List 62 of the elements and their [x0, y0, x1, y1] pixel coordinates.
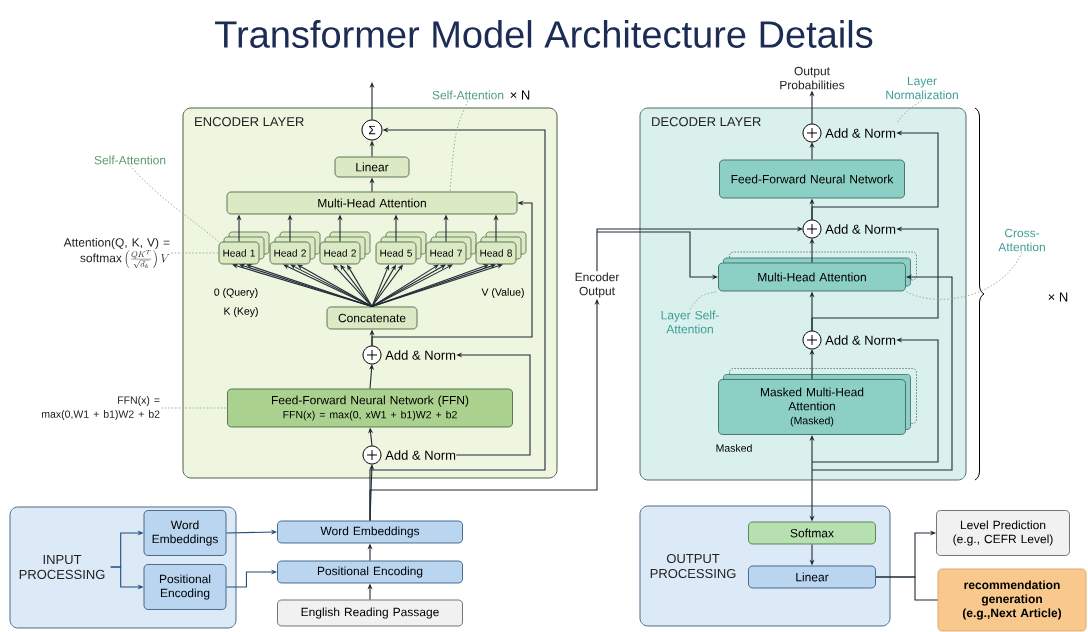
- head-box: Head 2: [269, 231, 321, 265]
- output-label: Encoder Output: [575, 272, 620, 298]
- label-text: V (Value): [481, 288, 524, 298]
- annotation: Cross-Attention: [998, 228, 1045, 252]
- head-box: Head 1: [218, 231, 270, 265]
- arrow: [333, 264, 373, 308]
- label-text: 0 (Query): [214, 288, 258, 298]
- head-box: Head 7: [425, 231, 477, 265]
- label-text: × N: [510, 90, 530, 100]
- annotation: Self-Attention: [432, 90, 504, 100]
- title: Transformer Model Architecture Details: [215, 20, 873, 48]
- attention-box: Masked Multi-Head Attention (Masked): [718, 368, 917, 435]
- formula-annotation: Attention(Q, K, V) = $\mathrm{softmax}\left(\frac{QK^{T}}{\sqrt{d_k}}\right)V$: [63, 237, 170, 269]
- linear-box: Linear: [334, 156, 410, 178]
- add-norm-step: Add & Norm: [802, 219, 896, 239]
- arrow: [371, 263, 503, 308]
- output-label: Output Probabilities: [780, 66, 845, 90]
- formula-annotation: FFN(x) = max(0,W1 + b1)W2 + b2: [42, 396, 160, 420]
- node-label: Add & Norm: [825, 224, 896, 234]
- connector: [875, 576, 939, 601]
- result-box: Level Prediction (e.g., CEFR Level): [936, 510, 1070, 556]
- leader-line: [689, 290, 719, 310]
- leader-line: [160, 407, 228, 409]
- leader-line: [449, 100, 469, 193]
- head-box: Head 2: [319, 231, 371, 265]
- ffn-box: Feed-Forward Neural Network (FFN) FFN(x) = max(0, xW1 + b1)W2 + b2: [227, 388, 513, 428]
- add-norm-step: Add & Norm: [802, 330, 896, 350]
- leader-line: [895, 99, 923, 125]
- result-box: recommendation generation (e.g.,Next Article): [937, 568, 1087, 632]
- section-label: INPUT PROCESSING: [19, 554, 105, 580]
- node-label: Add & Norm: [825, 335, 896, 345]
- encoding-box: Positional Encoding: [277, 560, 463, 584]
- add-norm-step: Add & Norm: [362, 445, 456, 465]
- node-label: Add & Norm: [385, 450, 456, 460]
- input-text-box: English Reading Passage: [277, 599, 463, 627]
- head-box: Head 5: [375, 231, 427, 265]
- annotation: Layer Self-Attention: [661, 310, 719, 334]
- embedding-box: Word Embeddings: [143, 510, 227, 556]
- head-box: Head 8: [475, 231, 527, 265]
- arrow: [283, 264, 373, 308]
- encoding-box: Positional Encoding: [143, 564, 227, 610]
- linear-box: Linear: [748, 565, 876, 589]
- arrow: [596, 226, 803, 272]
- leader-line: [170, 252, 220, 254]
- annotation: Self-Attention: [94, 155, 166, 165]
- node-label: Add & Norm: [385, 350, 456, 360]
- add-norm-step: Add & Norm: [802, 123, 896, 143]
- leader-line: [129, 165, 220, 243]
- label-text: Masked: [716, 444, 752, 452]
- attention-box: Multi-Head Attention: [226, 191, 518, 215]
- label-text: K (Key): [224, 307, 258, 317]
- leader-line: [905, 251, 1023, 300]
- add-norm-step: Add & Norm: [362, 345, 456, 365]
- embedding-box: Word Embeddings: [277, 520, 463, 544]
- concatenate-box: Concatenate: [326, 306, 418, 330]
- attention-box: Multi-Head Attention: [718, 251, 917, 292]
- arrow: [371, 264, 453, 308]
- ffn-box: Feed-Forward Neural Network: [719, 159, 905, 199]
- label-text: × N: [1048, 292, 1068, 302]
- node-label: Add & Norm: [825, 128, 896, 138]
- softmax-box: Softmax: [748, 521, 876, 545]
- annotation: Layer Normalization: [886, 76, 958, 100]
